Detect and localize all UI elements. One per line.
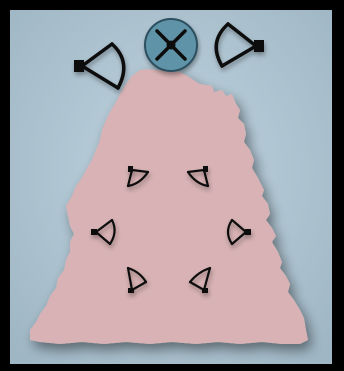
circle-x-hub-icon	[145, 19, 197, 71]
